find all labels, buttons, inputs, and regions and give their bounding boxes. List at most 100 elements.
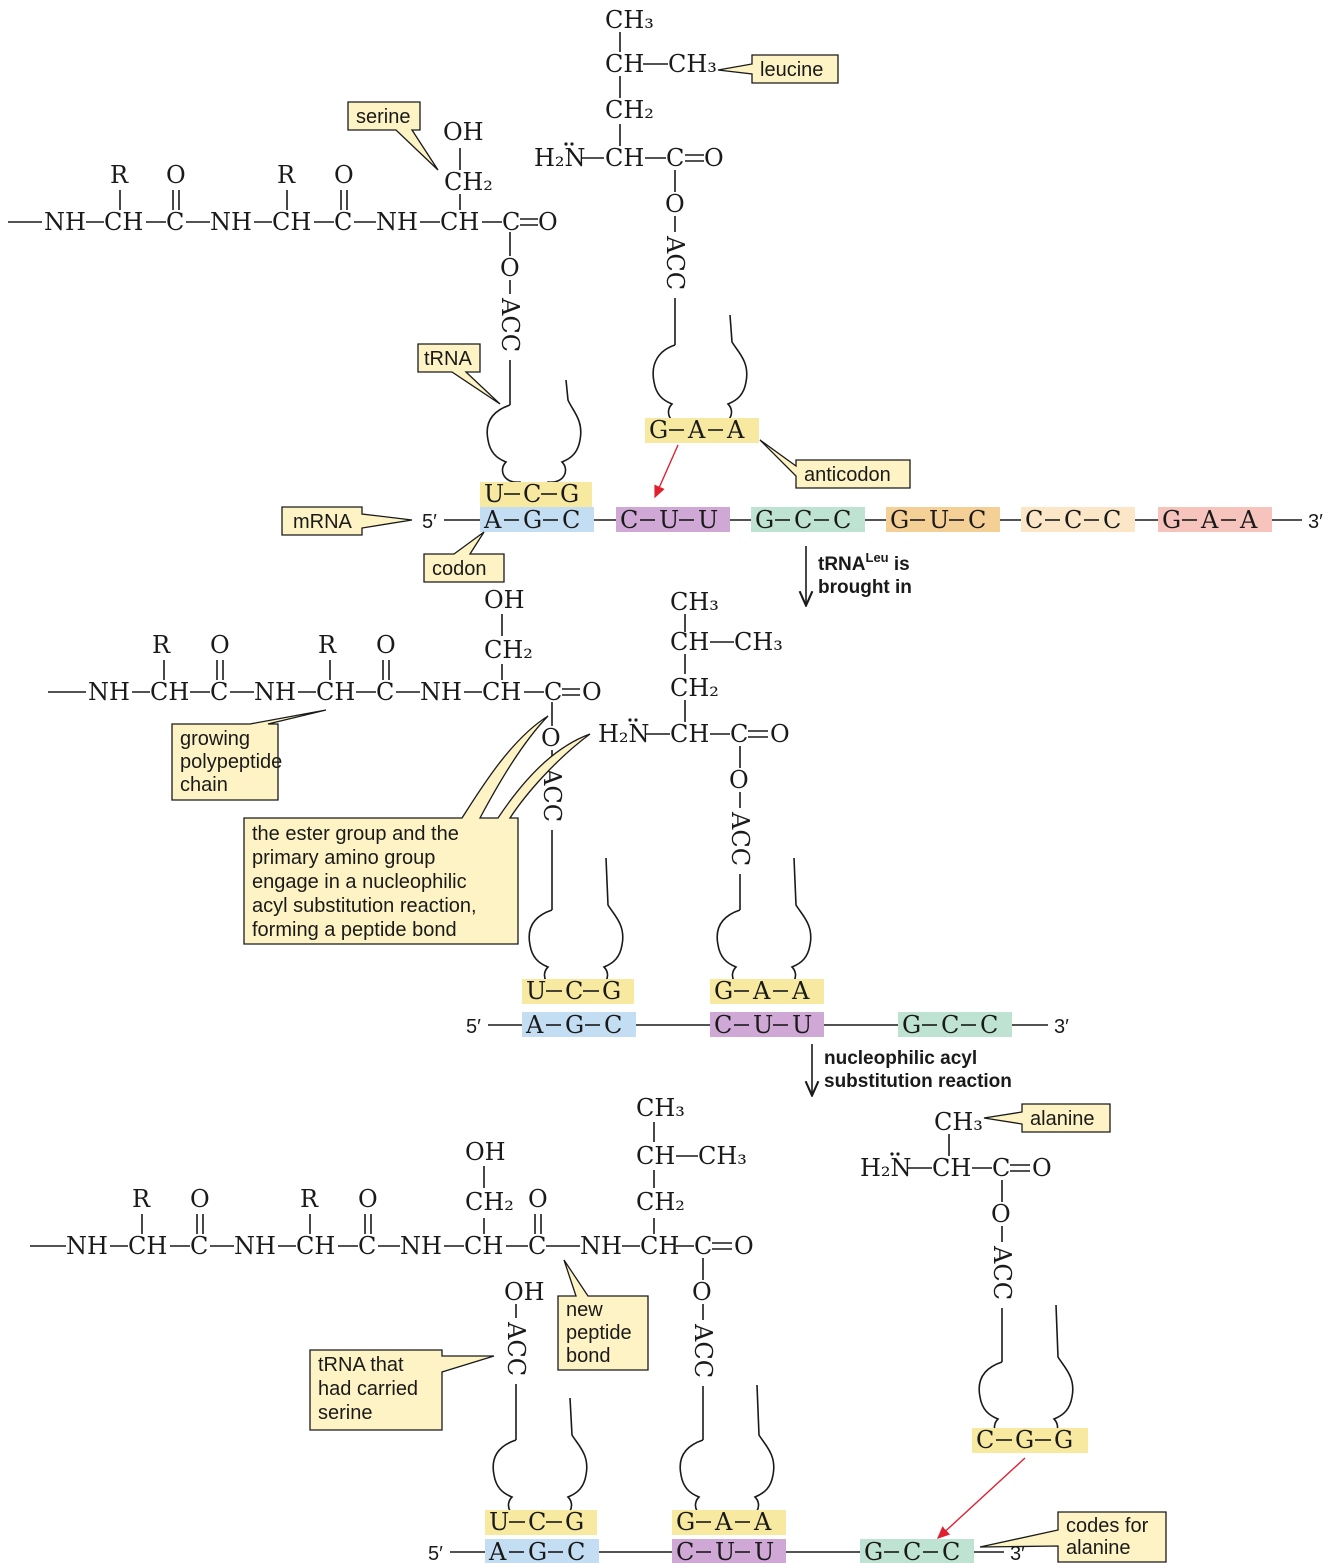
- svg-text:C: C: [502, 208, 520, 236]
- anticodon-ser3-bg: [485, 1510, 597, 1535]
- svg-text:leucine: leucine: [760, 59, 823, 81]
- leucine-molecule-1: CH₃ CH CH₃ CH₂ H₂N CH C O O ACC: [534, 6, 724, 345]
- svg-text:CH₃: CH₃: [670, 588, 719, 616]
- codon-box: [898, 1012, 1012, 1037]
- svg-text:CH₃: CH₃: [934, 1108, 983, 1136]
- anticodon-leu-bg: [645, 418, 759, 443]
- nucleotide-base: C: [1103, 506, 1121, 534]
- svg-text:NH: NH: [580, 1232, 622, 1260]
- nucleotide-base: C: [1064, 506, 1082, 534]
- svg-text:CH₃: CH₃: [734, 628, 783, 656]
- svg-text:O: O: [704, 144, 724, 172]
- anticodon-leu2-bg: [710, 979, 824, 1004]
- svg-text:CH₂: CH₂: [465, 1188, 514, 1216]
- svg-text:NH: NH: [88, 678, 130, 706]
- svg-text:ACC: ACC: [661, 235, 689, 290]
- nucleotide-base: C: [620, 506, 638, 534]
- nucleotide-base: C: [833, 506, 851, 534]
- three-prime-label: 3′: [1054, 1016, 1069, 1038]
- peptide-chain-1: NH CH R C O NH CH R C O NH CH: [8, 118, 558, 405]
- svg-text:C: C: [666, 144, 684, 172]
- nucleotide-base: C: [794, 506, 812, 534]
- svg-text:bond: bond: [566, 1345, 611, 1367]
- svg-text:R: R: [152, 631, 171, 659]
- peptide-chain-2: NH CH R C O NH CH R C O NH CH: [48, 586, 602, 910]
- nucleotide-base: U: [753, 1011, 773, 1039]
- svg-text:CH₂: CH₂: [605, 96, 654, 124]
- svg-text:CH: CH: [932, 1154, 971, 1182]
- svg-text:CH₂: CH₂: [670, 674, 719, 702]
- five-prime-label: 5′: [466, 1016, 481, 1038]
- svg-text:O: O: [376, 631, 396, 659]
- codon-box: [1158, 507, 1272, 532]
- svg-text:G: G: [676, 1508, 695, 1536]
- svg-text:substitution reaction: substitution reaction: [824, 1071, 1012, 1092]
- nucleotide-base: G: [523, 506, 542, 534]
- svg-text:serine: serine: [318, 1402, 372, 1424]
- anticodon-leu-3: G A A: [676, 1508, 772, 1536]
- svg-text:C: C: [528, 1508, 546, 1536]
- svg-text:OH: OH: [484, 586, 525, 614]
- svg-text:CH: CH: [670, 628, 709, 656]
- codon-callout: codon: [423, 531, 505, 583]
- svg-text:tRNALeu is: tRNALeu is: [818, 550, 910, 575]
- anticodon-ser-bg: [480, 482, 592, 507]
- mrna-callout: mRNA: [281, 506, 413, 536]
- svg-text:CH₂: CH₂: [484, 636, 533, 664]
- svg-text:ACC: ACC: [689, 1323, 717, 1378]
- svg-text:G: G: [602, 977, 621, 1005]
- svg-text:G: G: [1015, 1426, 1034, 1454]
- svg-text:C: C: [976, 1426, 994, 1454]
- codon-box: [672, 1539, 786, 1563]
- panel-1: NH CH R C O NH CH R C O NH CH: [8, 6, 1323, 604]
- svg-text:O: O: [665, 190, 685, 218]
- nucleotide-base: C: [980, 1011, 998, 1039]
- svg-text:tRNA: tRNA: [424, 348, 472, 370]
- anticodon-ala: C G G: [976, 1426, 1073, 1454]
- svg-text:engage in a nucleophilic: engage in a nucleophilic: [252, 871, 467, 893]
- alanine-molecule: CH₃ H₂N CH C O O ACC: [860, 1108, 1052, 1362]
- svg-text:O: O: [210, 631, 230, 659]
- svg-text:H₂N: H₂N: [534, 144, 586, 172]
- svg-text:C: C: [694, 1232, 712, 1260]
- nucleotide-base: U: [698, 506, 718, 534]
- svg-text:CH: CH: [272, 208, 311, 236]
- svg-text:O: O: [166, 161, 186, 189]
- nucleotide-base: C: [604, 1011, 622, 1039]
- svg-text:O: O: [541, 724, 561, 752]
- nucleotide-base: C: [676, 1538, 694, 1563]
- nucleotide-base: C: [567, 1538, 585, 1563]
- svg-text:brought in: brought in: [818, 577, 912, 598]
- svg-text:NH: NH: [376, 208, 418, 236]
- svg-text:O: O: [528, 1185, 548, 1213]
- svg-text:CH: CH: [440, 208, 479, 236]
- panel-3: NH CH R C O NH CH R C O NH CH: [30, 1094, 1167, 1563]
- svg-text:the ester group and the: the ester group and the: [252, 823, 459, 845]
- step-1-label: tRNALeu is brought in: [806, 546, 912, 604]
- svg-text:U: U: [484, 480, 504, 508]
- svg-text:O: O: [729, 766, 749, 794]
- nucleotide-base: C: [1025, 506, 1043, 534]
- svg-text:CH: CH: [605, 144, 644, 172]
- svg-text:O: O: [334, 161, 354, 189]
- nucleotide-base: U: [715, 1538, 735, 1563]
- svg-text:O: O: [770, 720, 790, 748]
- three-prime-label: 3′: [1308, 511, 1323, 533]
- svg-text:O: O: [991, 1200, 1011, 1228]
- svg-text:NH: NH: [400, 1232, 442, 1260]
- svg-text:serine: serine: [356, 106, 410, 128]
- svg-text:G: G: [565, 1508, 584, 1536]
- anticodon-ser2-bg: [522, 979, 634, 1004]
- anticodon-ser: U C G: [484, 480, 579, 508]
- panel-2: NH CH R C O NH CH R C O NH CH: [48, 586, 1069, 1094]
- anticodon-ala-bg: [972, 1428, 1088, 1453]
- codes-for-alanine-callout: codes for alanine: [979, 1511, 1167, 1563]
- svg-text:A: A: [714, 1508, 733, 1536]
- svg-text:R: R: [110, 161, 129, 189]
- red-arrow-2: [936, 1457, 1026, 1539]
- svg-text:NH: NH: [44, 208, 86, 236]
- peptide-chain-3: NH CH R C O NH CH R C O NH CH: [30, 1094, 754, 1440]
- svg-text:O: O: [734, 1232, 754, 1260]
- svg-text:C: C: [528, 1232, 546, 1260]
